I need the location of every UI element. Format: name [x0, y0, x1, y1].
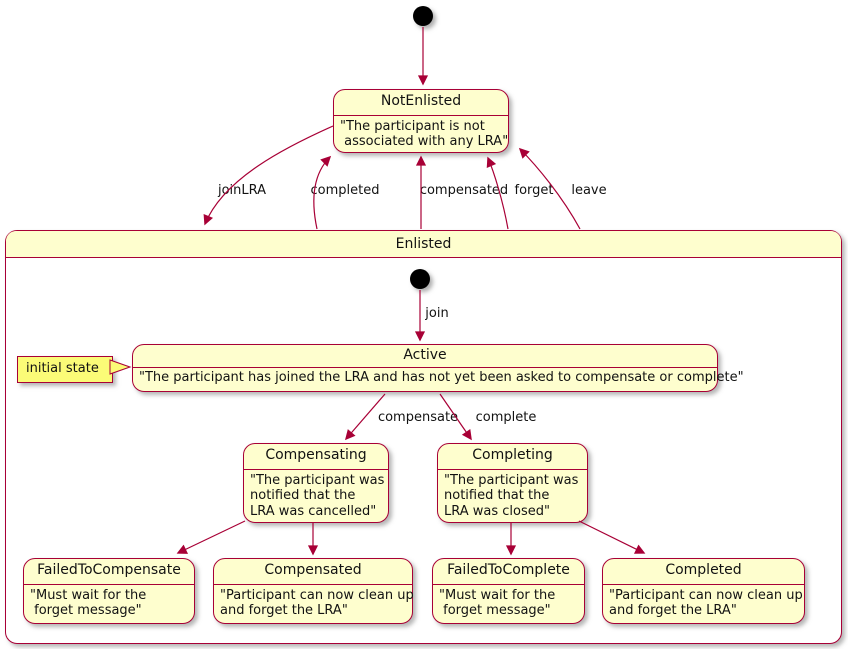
state-completing-body: "The participant was notified that the L… — [444, 472, 579, 519]
state-failedtocompensate-body: "Must wait for the forget message" — [30, 587, 147, 619]
state-failedtocomplete-title: FailedToComplete — [433, 559, 584, 585]
state-failedtocompensate-title: FailedToCompensate — [24, 559, 194, 585]
state-compensating-title: Compensating — [244, 444, 388, 470]
state-active: Active "The participant has joined the L… — [132, 344, 744, 392]
state-completed: Completed "Participant can now clean up … — [602, 558, 805, 624]
state-failedtocomplete-body: "Must wait for the forget message" — [439, 587, 556, 619]
state-completing: Completing "The participant was notified… — [437, 443, 588, 523]
state-active-body: "The participant has joined the LRA and … — [139, 369, 744, 385]
note-initial-state: initial state — [17, 356, 113, 383]
initial-state-dot — [413, 6, 433, 26]
state-compensated-title: Compensated — [214, 559, 412, 585]
state-active-title: Active — [133, 345, 717, 368]
state-compensated: Compensated "Participant can now clean u… — [213, 558, 414, 624]
edge-label-compensated: compensated — [419, 183, 509, 198]
state-completed-body: "Participant can now clean up and forget… — [609, 587, 803, 619]
state-failedtocomplete: FailedToComplete "Must wait for the forg… — [432, 558, 585, 624]
state-compensating: Compensating "The participant was notifi… — [243, 443, 389, 523]
edge-label-leave: leave — [571, 183, 607, 198]
state-notenlisted-title: NotEnlisted — [334, 90, 508, 116]
state-completing-title: Completing — [438, 444, 587, 470]
edge-label-completed: completed — [310, 183, 380, 198]
edge-label-join: join — [425, 306, 449, 321]
edge-label-complete: complete — [475, 410, 537, 425]
enlisted-initial-state-dot — [410, 269, 430, 289]
transition-joinlra-path — [203, 125, 334, 226]
state-compensating-body: "The participant was notified that the L… — [250, 472, 385, 519]
edge-label-joinlra: joinLRA — [217, 183, 267, 198]
state-notenlisted-body: "The participant is not associated with … — [340, 118, 509, 150]
edge-label-compensate: compensate — [377, 410, 459, 425]
state-completed-title: Completed — [603, 559, 804, 585]
state-notenlisted: NotEnlisted "The participant is not asso… — [333, 89, 509, 153]
state-enlisted-title: Enlisted — [6, 231, 841, 259]
state-compensated-body: "Participant can now clean up and forget… — [220, 587, 414, 619]
state-failedtocompensate: FailedToCompensate "Must wait for the fo… — [23, 558, 195, 624]
edge-label-forget: forget — [514, 183, 554, 198]
